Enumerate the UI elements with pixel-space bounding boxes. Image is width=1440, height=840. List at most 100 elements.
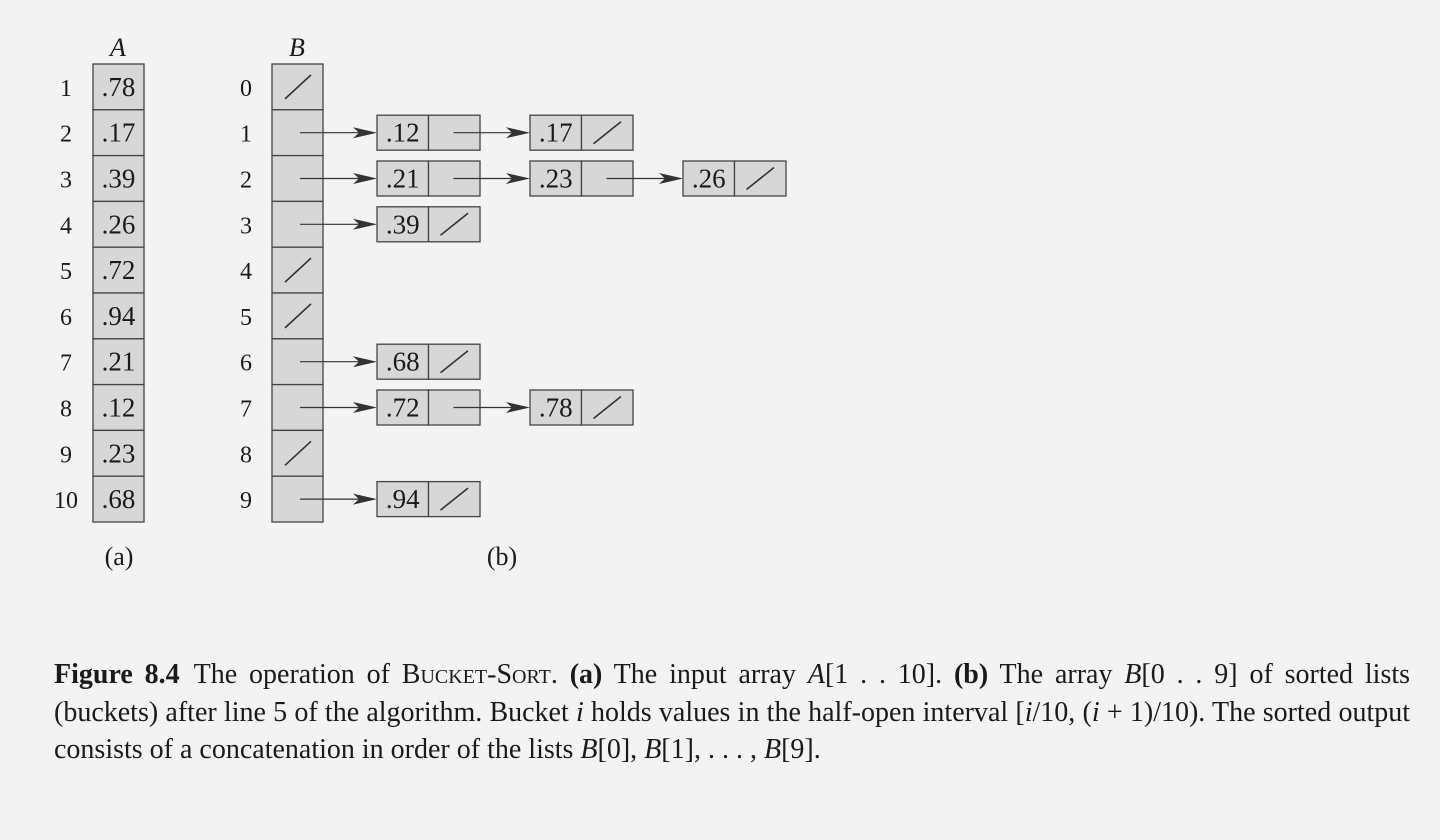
nil-slash	[440, 350, 469, 374]
array-b: 0 1 2 3 4 5 6 7 8 9	[240, 63, 324, 523]
array-a-value: .12	[102, 393, 136, 423]
list-node-value: .26	[692, 164, 726, 194]
array-a-value: .78	[102, 72, 136, 102]
caption-text: The operation of	[193, 659, 402, 690]
array-b-label: B	[289, 33, 305, 62]
arrowhead	[506, 127, 530, 139]
array-a-index: 6	[60, 305, 72, 331]
caption-text: holds values in the half-open interval [	[583, 696, 1025, 728]
array-a-cell	[92, 475, 145, 523]
array-b-index: 1	[240, 122, 252, 148]
list-node-key	[376, 389, 430, 426]
list-node-value: .72	[386, 393, 420, 423]
caption-text: [0],	[597, 734, 645, 765]
array-a-index: 1	[60, 76, 72, 102]
bucket-sort-diagram: A B .78 1 .17 2 .39 3 .26 4 .72 5 .94 6 .21 7 .12 8 .23 9…	[54, 33, 787, 571]
caption-math: B	[1124, 659, 1142, 690]
array-a-value: .26	[102, 209, 136, 239]
arrowhead	[353, 173, 377, 184]
array-b-index: 0	[240, 76, 252, 102]
array-b-index: 2	[240, 168, 252, 194]
array-a-value: .72	[102, 255, 136, 285]
array-a: .78 1 .17 2 .39 3 .26 4 .72 5 .94 6 .21 7 .12 8 .23 9 .68 1…	[54, 63, 145, 523]
array-a-index: 2	[60, 122, 72, 148]
caption-math: B	[763, 734, 782, 765]
array-a-index: 4	[60, 213, 72, 239]
array-b-index: 7	[240, 397, 252, 423]
array-a-index: 9	[60, 442, 72, 468]
nil-slash	[284, 257, 312, 283]
array-a-value: .94	[102, 301, 136, 331]
caption-part-a-label: (a)	[569, 659, 603, 690]
list-node-value: .21	[386, 164, 420, 194]
array-a-cell	[92, 383, 145, 432]
list-node-key	[376, 114, 430, 151]
list-node-value: .68	[386, 347, 420, 377]
array-a-index: 8	[60, 397, 72, 423]
subfigure-label-a: (a)	[105, 542, 134, 571]
nil-slash	[284, 440, 312, 466]
array-a-cell	[92, 63, 145, 111]
arrowhead	[659, 173, 683, 184]
array-a-label: A	[108, 33, 126, 62]
arrowhead	[506, 173, 530, 184]
array-b-index: 3	[240, 213, 252, 239]
nil-slash	[284, 74, 312, 100]
nil-slash	[284, 303, 312, 329]
caption-text: [9].	[781, 734, 821, 765]
array-a-index: 5	[60, 259, 72, 285]
array-a-index: 10	[54, 488, 78, 514]
caption-math: A	[807, 659, 825, 690]
caption-algorithm-name: Bucket-Sort	[401, 659, 551, 690]
nil-slash	[440, 487, 469, 511]
caption-math: B	[644, 734, 662, 765]
list-node-key	[376, 160, 430, 197]
list-node-key	[529, 389, 583, 426]
array-b-index: 8	[240, 442, 252, 468]
array-b-index: 6	[240, 351, 252, 377]
subfigure-label-b: (b)	[487, 542, 517, 571]
array-a-value: .21	[102, 347, 136, 377]
list-node-value: .94	[386, 484, 420, 514]
bucket-lists: .12.17.21.23.26.39.68.72.78.94	[300, 114, 787, 518]
caption-text: [0 . . 9] of sorted lists (buckets) afte…	[54, 659, 1411, 728]
array-a-value: .23	[102, 438, 136, 468]
caption-math: B	[580, 734, 598, 765]
arrowhead	[353, 218, 377, 230]
list-node-value: .17	[539, 118, 573, 148]
array-a-index: 7	[60, 351, 72, 377]
list-node-value: .23	[539, 164, 573, 194]
caption-text: [1 . . 10].	[824, 659, 954, 690]
list-node-key	[376, 343, 430, 380]
caption-text: The input array	[602, 659, 808, 690]
array-a-cell	[92, 200, 145, 248]
list-node-key	[529, 160, 583, 197]
caption-math: i	[1024, 696, 1033, 728]
array-a-value: .68	[102, 484, 136, 514]
caption-text: .	[550, 659, 570, 690]
nil-slash	[440, 212, 469, 236]
arrowhead	[353, 127, 377, 139]
caption-figure-label: Figure 8.4	[54, 659, 180, 690]
nil-slash	[593, 121, 622, 145]
array-b-index: 4	[240, 259, 252, 285]
caption-text: [1], . . . ,	[661, 734, 764, 765]
array-a-value: .17	[102, 118, 136, 148]
caption-text: + 1)/10). The sorted output consists of …	[54, 696, 1411, 766]
caption-part-b-label: (b)	[953, 659, 989, 690]
caption-text: The array	[988, 659, 1125, 690]
list-node-value: .39	[386, 209, 420, 239]
nil-slash	[593, 395, 622, 420]
list-node-key	[376, 480, 430, 518]
array-a-value: .39	[102, 164, 136, 194]
arrowhead	[506, 402, 530, 413]
arrowhead	[353, 356, 377, 368]
list-node-value: .78	[539, 393, 573, 423]
arrowhead	[353, 402, 377, 413]
array-a-cell	[92, 109, 145, 157]
arrowhead	[353, 493, 377, 505]
array-a-index: 3	[60, 168, 72, 194]
array-b-index: 5	[240, 305, 252, 331]
array-b-index: 9	[240, 488, 252, 514]
